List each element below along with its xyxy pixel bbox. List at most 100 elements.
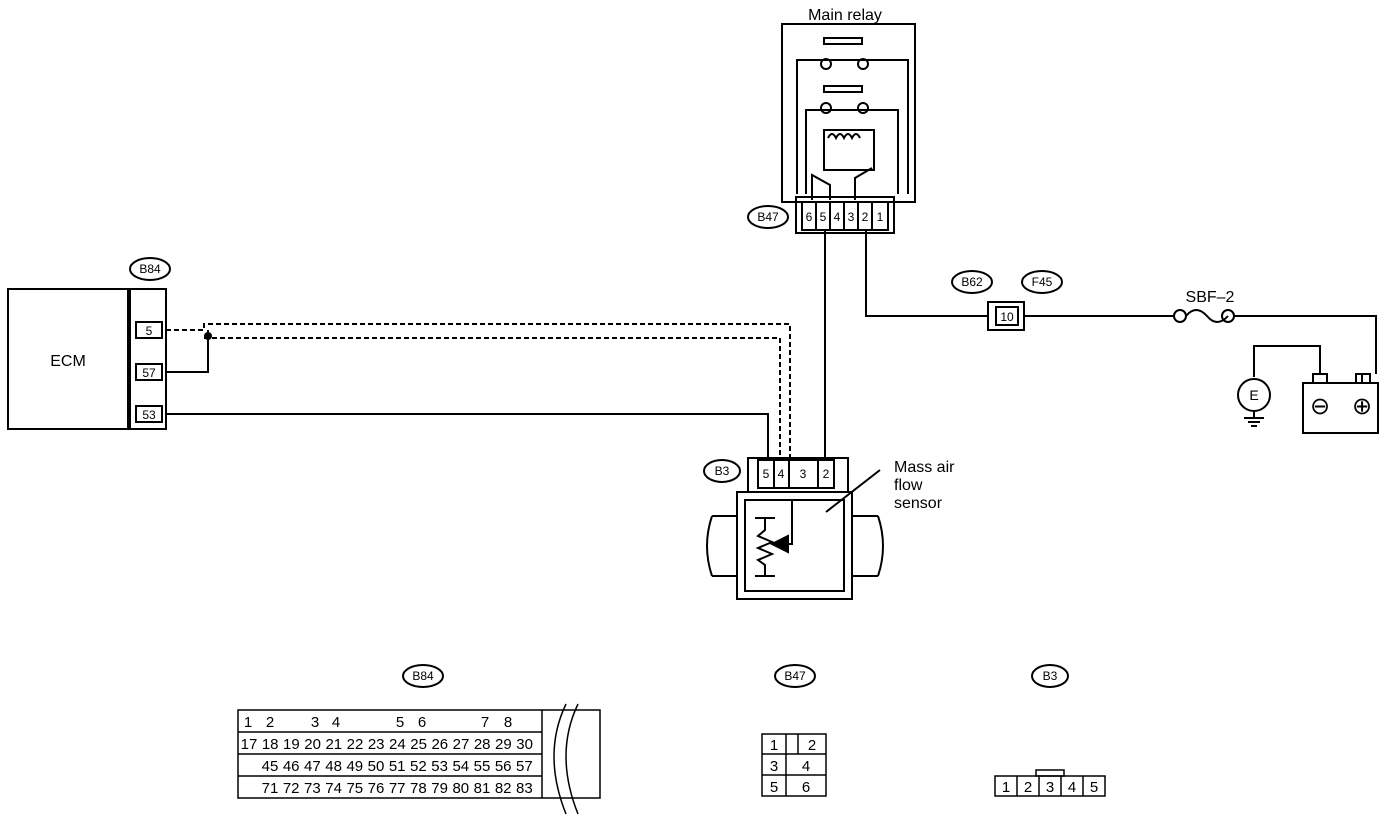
oval-b47-view [774, 664, 816, 688]
b84-view-pin-82: 82 [495, 780, 512, 797]
shield-junction [204, 332, 212, 340]
ecm-label: ECM [50, 353, 86, 370]
b84-view-pin-83: 83 [516, 780, 533, 797]
ecm-pin-57: 57 [142, 366, 156, 380]
b84-view-pin-21: 21 [325, 736, 342, 753]
b47-view-pin-2: 2 [808, 737, 816, 754]
b84-view-pin-81: 81 [474, 780, 491, 797]
tag-b84: B84 [139, 262, 161, 276]
b84-view-pin-1: 1 [244, 714, 252, 731]
b84-view-pin-76: 76 [368, 780, 385, 797]
b84-view-pin-47: 47 [304, 758, 321, 775]
b84-view-pin-77: 77 [389, 780, 406, 797]
b84-view-pin-25: 25 [410, 736, 427, 753]
b3-view-pin-4: 4 [1068, 779, 1076, 796]
b47-view-pin-4: 4 [802, 758, 810, 775]
b84-view-pin-20: 20 [304, 736, 321, 753]
b84-view-pin-79: 79 [431, 780, 448, 797]
ecm-block [7, 288, 167, 430]
b3-view-pin-5: 5 [1090, 779, 1098, 796]
shield-wire [166, 323, 791, 460]
view-b3-title: B3 [1043, 669, 1058, 683]
b84-view-pin-17: 17 [241, 736, 258, 753]
ecm-pin-53: 53 [142, 408, 156, 422]
b84-view-pin-28: 28 [474, 736, 491, 753]
b47-view-pin-6: 6 [802, 779, 810, 796]
b84-view [237, 703, 601, 815]
main-relay-label: Main relay [808, 7, 882, 24]
maf-label-1: Mass air [894, 459, 955, 476]
oval-b84 [129, 257, 171, 281]
relay-pin-3: 3 [848, 210, 855, 224]
battery-pos: ⊕ [1352, 393, 1372, 420]
b84-view-pin-73: 73 [304, 780, 321, 797]
b84-view-pin-72: 72 [283, 780, 300, 797]
b84-view-pin-78: 78 [410, 780, 427, 797]
b3-view-pin-3: 3 [1046, 779, 1054, 796]
tag-f45: F45 [1032, 275, 1053, 289]
tag-b47: B47 [757, 210, 779, 224]
b84-view-pin-7: 7 [481, 714, 489, 731]
view-b84-title: B84 [412, 669, 434, 683]
b84-view-pin-74: 74 [325, 780, 342, 797]
oval-b3 [703, 459, 741, 483]
b84-view-pin-48: 48 [325, 758, 342, 775]
main-relay [781, 23, 916, 203]
b84-view-pin-4: 4 [332, 714, 340, 731]
relay-pin-4: 4 [834, 210, 841, 224]
b84-view-pin-18: 18 [262, 736, 279, 753]
b84-view-pin-24: 24 [389, 736, 406, 753]
b84-view-pin-46: 46 [283, 758, 300, 775]
b3-pin-5: 5 [763, 467, 770, 481]
b84-view-pin-50: 50 [368, 758, 385, 775]
b47-view-pin-3: 3 [770, 758, 778, 775]
b47-view [761, 733, 827, 797]
relay-pin-2: 2 [862, 210, 869, 224]
fuse-sbf2 [1173, 309, 1235, 323]
b84-view-pin-45: 45 [262, 758, 279, 775]
b3-pin-2: 2 [823, 467, 830, 481]
b84-view-pin-75: 75 [346, 780, 363, 797]
b47-view-pin-1: 1 [770, 737, 778, 754]
b84-view-pin-80: 80 [452, 780, 469, 797]
b3-pin-4: 4 [778, 467, 785, 481]
oval-b62 [951, 270, 993, 294]
b47-view-pin-5: 5 [770, 779, 778, 796]
b84-view-pin-57: 57 [516, 758, 533, 775]
relay-pin-5: 5 [820, 210, 827, 224]
b84-view-pin-27: 27 [453, 736, 470, 753]
b84-view-pin-71: 71 [262, 780, 279, 797]
oval-f45 [1021, 270, 1063, 294]
relay-pin-numbers: 6 5 4 3 2 1 [806, 210, 884, 224]
b3-view-pin-1: 1 [1002, 779, 1010, 796]
tag-b3: B3 [715, 464, 730, 478]
relay-pin-1: 1 [877, 210, 884, 224]
inline-pin-10: 10 [1000, 310, 1014, 324]
oval-b47 [747, 205, 789, 229]
b84-view-pin-19: 19 [283, 736, 300, 753]
b3-pin-numbers: 5 4 3 2 [763, 467, 830, 481]
oval-b3-view [1031, 664, 1069, 688]
b84-view-pin-22: 22 [347, 736, 364, 753]
b3-view-pin-2: 2 [1024, 779, 1032, 796]
b3-pin-3: 3 [800, 467, 807, 481]
b84-view-pin-3: 3 [311, 714, 319, 731]
b84-view-pin-5: 5 [396, 714, 404, 731]
maf-sensor [706, 469, 884, 600]
b84-view-pin-52: 52 [410, 758, 427, 775]
maf-label-2: flow [894, 477, 923, 494]
tag-b62: B62 [961, 275, 983, 289]
b84-view-pin-8: 8 [504, 714, 512, 731]
relay-connector [795, 196, 895, 234]
b84-view-pin-23: 23 [368, 736, 385, 753]
b84-view-pin-6: 6 [418, 714, 426, 731]
b84-view-pin-51: 51 [389, 758, 406, 775]
b84-view-pin-55: 55 [474, 758, 491, 775]
b84-view-pin-26: 26 [431, 736, 448, 753]
maf-label-3: sensor [894, 495, 943, 512]
ground-label: E [1249, 387, 1258, 403]
b84-view-pin-56: 56 [495, 758, 512, 775]
b84-view-pin-54: 54 [452, 758, 469, 775]
